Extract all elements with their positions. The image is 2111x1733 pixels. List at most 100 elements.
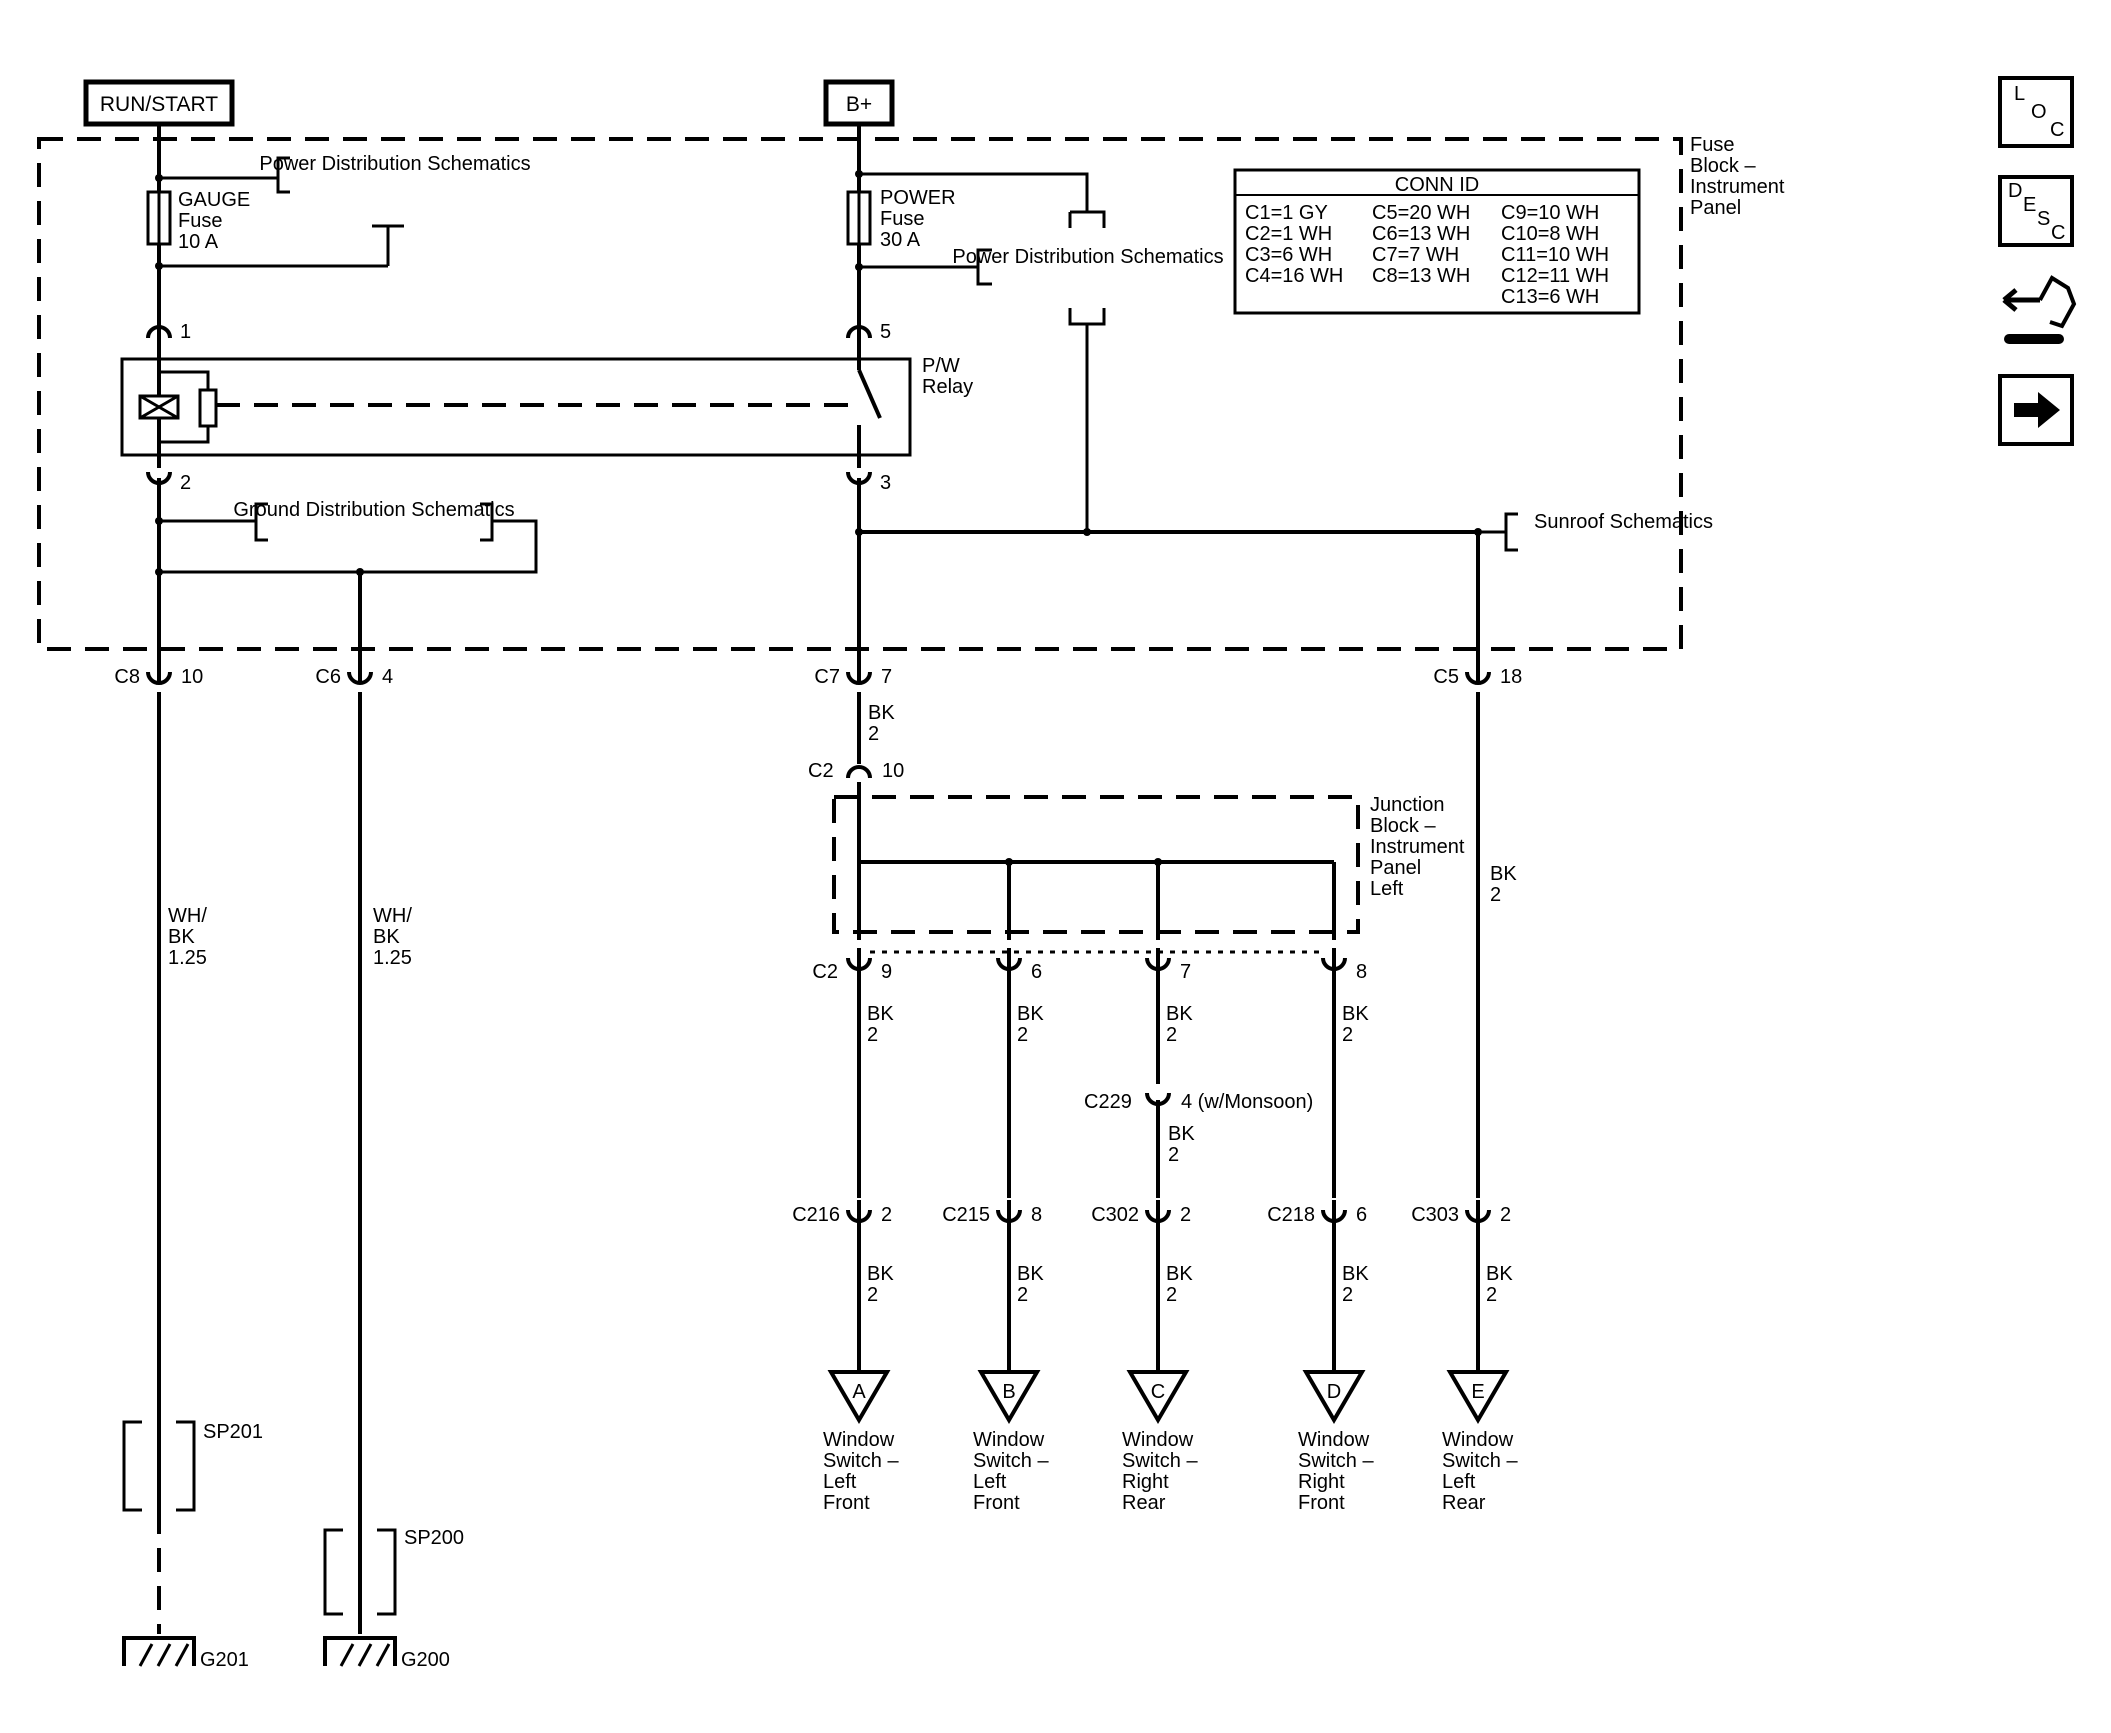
switch-connector-pin: 8 [1031, 1204, 1042, 1226]
connector-id: C6 [315, 666, 341, 688]
window-switch-letter: E [1471, 1381, 1484, 1403]
conn-id-entry: C12=11 WH [1501, 265, 1609, 287]
c2-out-pin: 9 [881, 961, 892, 983]
svg-text:S: S [2037, 208, 2050, 230]
switch-connector-id: C303 [1411, 1204, 1459, 1226]
junction-block-boundary [832, 795, 1360, 934]
relay-pin-2: 2 [180, 472, 191, 494]
conn-id-entry: C3=6 WH [1245, 244, 1332, 266]
splice-sp200-label: SP200 [404, 1527, 464, 1549]
splice-sp201: SP201 [122, 1420, 263, 1512]
fuse-block-connector-c8 [146, 671, 172, 685]
sunroof-ref[interactable]: Sunroof Schematics [1534, 511, 1713, 533]
ground-g200-label: G200 [401, 1649, 450, 1671]
conn-id-entry: C13=6 WH [1501, 286, 1599, 308]
svg-text:C: C [2051, 222, 2065, 244]
conn-id-entry: C1=1 GY [1245, 202, 1328, 224]
power-distribution-ref-1[interactable]: Power Distribution Schematics [259, 153, 530, 175]
c229-id: C229 [1084, 1091, 1132, 1113]
relay-name: P/W Relay [922, 355, 973, 398]
loc-icon[interactable]: L O C [1998, 76, 2074, 148]
relay-pin-1: 1 [180, 321, 191, 343]
ground-g200: G200 [323, 1636, 450, 1671]
c2-out-pin: 7 [1180, 961, 1191, 983]
window-switch-letter: C [1151, 1381, 1165, 1403]
conn-id-table: CONN ID C1=1 GY C2=1 WH C3=6 WH C4=16 WH… [1233, 168, 1641, 315]
window-switch-letter: D [1327, 1381, 1341, 1403]
conn-id-entry: C10=8 WH [1501, 223, 1599, 245]
switch-connector-pin: 2 [881, 1204, 892, 1226]
desc-icon[interactable]: D E S C [1998, 175, 2074, 247]
connector-pin: 10 [181, 666, 203, 688]
next-arrow-icon[interactable] [1998, 374, 2074, 446]
power-fuse-rating: 30 A [880, 229, 921, 251]
ground-g201: G201 [122, 1636, 249, 1671]
c2-in-terminal [846, 765, 872, 779]
conn-id-entry: C7=7 WH [1372, 244, 1459, 266]
svg-text:C: C [2050, 119, 2064, 141]
relay-pin-3: 3 [880, 472, 891, 494]
relay-pin-5: 5 [880, 321, 891, 343]
svg-text:D: D [2008, 180, 2022, 202]
power-fuse-name: POWER [880, 187, 956, 209]
c2-out-pin: 6 [1031, 961, 1042, 983]
gauge-fuse-type: Fuse [178, 210, 222, 232]
conn-id-entry: C5=20 WH [1372, 202, 1470, 224]
run-start-header[interactable]: RUN/START [83, 79, 235, 127]
switch-connector-id: C216 [792, 1204, 840, 1226]
splice-sp200: SP200 [323, 1527, 464, 1616]
c2-out-id: C2 [812, 961, 838, 983]
c229-terminal [1145, 1092, 1171, 1106]
switch-connector-pin: 2 [1500, 1204, 1511, 1226]
switch-connector-id: C215 [942, 1204, 990, 1226]
fuse-block-connector-c7 [846, 671, 872, 685]
c2-in-id: C2 [808, 760, 834, 782]
connector-icon[interactable] [2002, 275, 2077, 344]
b-plus-label: B+ [846, 93, 872, 116]
switch-connector-id: C302 [1091, 1204, 1139, 1226]
svg-text:O: O [2031, 101, 2047, 123]
b-plus-header[interactable]: B+ [823, 79, 895, 127]
connector-id: C5 [1433, 666, 1459, 688]
c2-out-pin: 8 [1356, 961, 1367, 983]
svg-text:E: E [2023, 194, 2036, 216]
conn-id-entry: C2=1 WH [1245, 223, 1332, 245]
pw-relay-box [120, 357, 912, 457]
connector-pin: 18 [1500, 666, 1522, 688]
fuse-block-connector-c5 [1465, 671, 1491, 685]
svg-text:L: L [2014, 83, 2025, 105]
junction-block-label: Junction Block – Instrument Panel Left [1370, 794, 1470, 900]
conn-id-entry: C11=10 WH [1501, 244, 1609, 266]
connector-id: C7 [814, 666, 840, 688]
ground-distribution-ref[interactable]: Ground Distribution Schematics [233, 499, 514, 521]
switch-connector-pin: 6 [1356, 1204, 1367, 1226]
conn-id-entry: C8=13 WH [1372, 265, 1470, 287]
connector-pin: 4 [382, 666, 393, 688]
power-distribution-ref-2[interactable]: Power Distribution Schematics [952, 246, 1223, 268]
fuse-block-label: Fuse Block – Instrument Panel [1690, 134, 1790, 219]
